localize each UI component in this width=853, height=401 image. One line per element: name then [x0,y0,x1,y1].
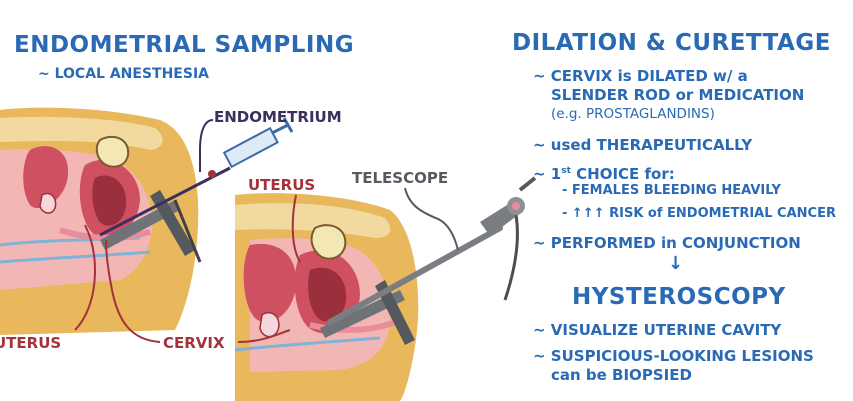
uterus-mid-leader [291,194,301,263]
leader-lines [74,119,459,343]
local-anesthesia-note: ~ LOCAL ANESTHESIA [38,66,209,82]
endometrium-leader [199,119,214,172]
first-choice-suffix: CHOICE for: [570,165,675,183]
cervix-leader-2 [237,329,291,343]
down-arrow-icon: ↓ [668,253,684,274]
hy-line-suspicious-lesions: ~ SUSPICIOUS-LOOKING LESIONS [533,347,814,365]
pipelle-syringe [99,117,294,237]
hysteroscope [327,176,537,325]
hy-line-biopsied: can be BIOPSIED [551,366,692,384]
uterus-label-mid: UTERUS [248,176,316,194]
uterus-label-left: UTERUS [0,334,62,352]
dc-line-first-choice: ~ 1st CHOICE for: [533,162,675,183]
telescope-leader [404,187,459,251]
right-cross-section [234,193,419,401]
dc-line-slender-rod: SLENDER ROD or MEDICATION [551,86,805,104]
cervix-label: CERVIX [163,334,225,352]
speculum-left [100,190,202,263]
speculum-right [320,280,415,345]
first-choice-superscript: st [561,166,571,176]
hy-line-visualize: ~ VISUALIZE UTERINE CAVITY [533,321,782,339]
dc-line-bleeding-heavily: - FEMALES BLEEDING HEAVILY [562,183,781,198]
uterus-left-leader [74,224,97,331]
dc-line-prostaglandins: (e.g. PROSTAGLANDINS) [551,106,715,122]
telescope-label: TELESCOPE [352,169,449,187]
dc-line-performed-conjunction: ~ PERFORMED in CONJUNCTION [533,234,801,252]
endometrial-sampling-title: ENDOMETRIAL SAMPLING [14,32,355,58]
hysteroscopy-title: HYSTEROSCOPY [572,284,786,310]
first-choice-prefix: ~ 1 [533,165,562,183]
dc-line-cancer-risk: - ↑↑↑ RISK of ENDOMETRIAL CANCER [562,206,836,221]
cervix-leader-1 [105,239,161,343]
dc-line-cervix-dilated: ~ CERVIX is DILATED w/ a [533,67,748,85]
dc-line-therapeutically: ~ used THERAPEUTICALLY [533,136,753,154]
left-cross-section [0,107,199,335]
endometrium-label: ENDOMETRIUM [214,108,342,126]
dilation-curettage-title: DILATION & CURETTAGE [512,30,831,56]
